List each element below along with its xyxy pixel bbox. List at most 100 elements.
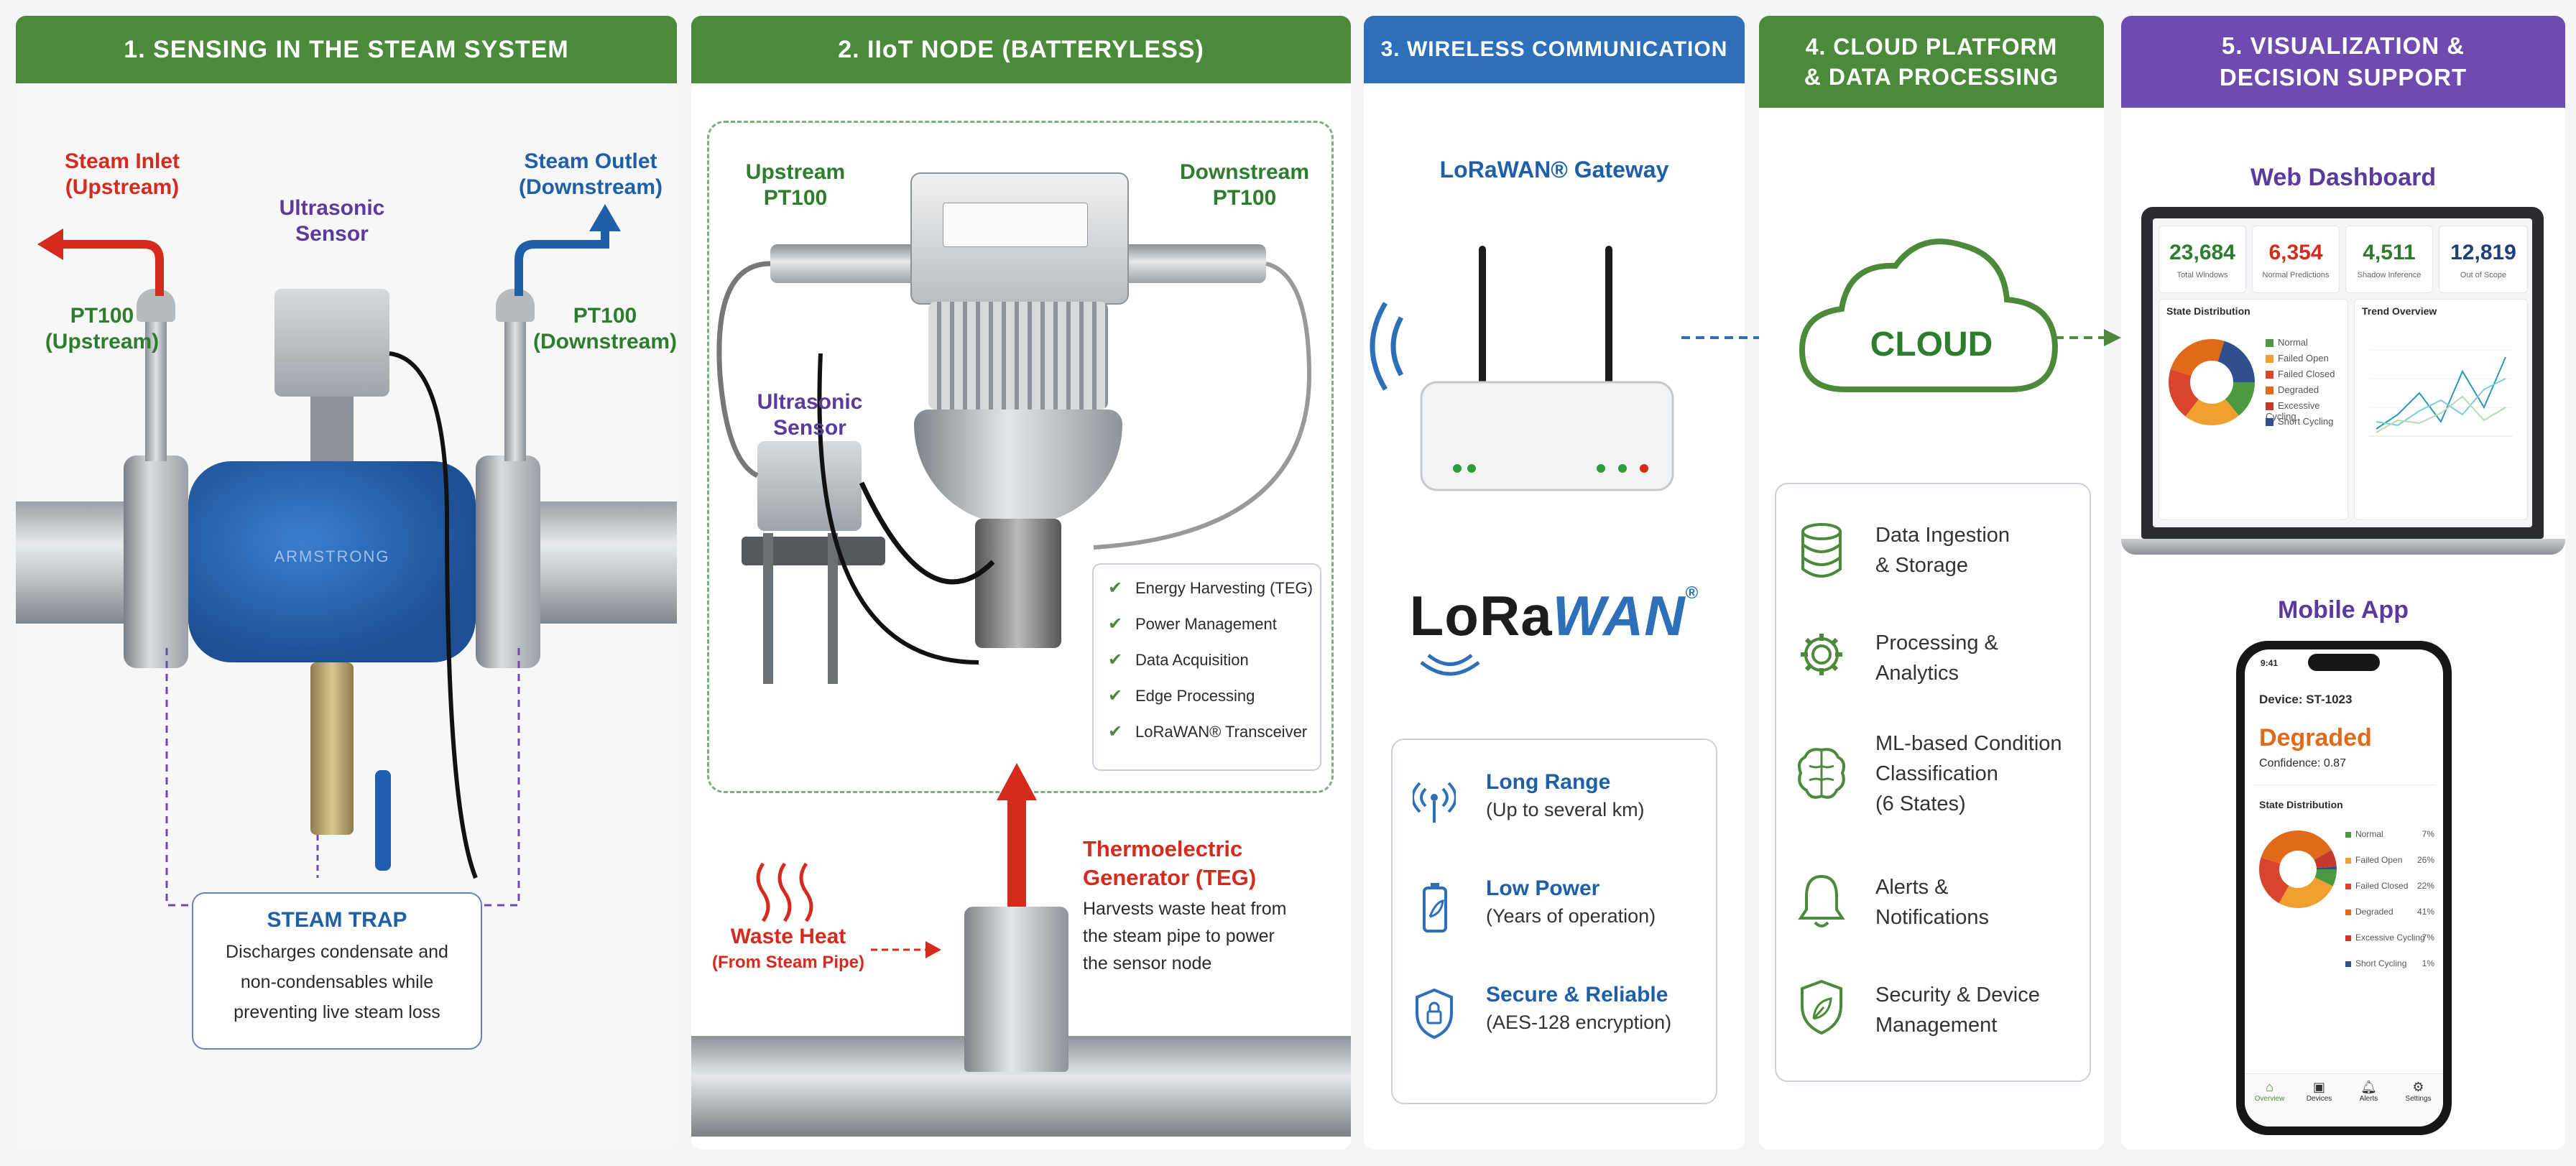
steam-outlet-arrow xyxy=(514,231,609,296)
waste-heat-label: Waste Heat (From Steam Pipe) xyxy=(706,924,871,976)
panel-sensing-title: 1. SENSING IN THE STEAM SYSTEM xyxy=(124,35,569,63)
mobile-row-label: Short Cycling xyxy=(2355,958,2407,968)
kpi-card[interactable]: 23,684 Total Windows xyxy=(2159,226,2246,293)
nav-alerts[interactable]: 🔔︎ Alerts xyxy=(2344,1080,2393,1103)
node-upstream-label: Upstream PT100 xyxy=(724,159,867,211)
legend-label: Failed Closed xyxy=(2278,369,2335,379)
waste-heat-sub: (From Steam Pipe) xyxy=(711,953,865,972)
panel-cloud-title-l1: 4. CLOUD PLATFORM xyxy=(1805,34,2058,60)
node-downstream-label-l2: PT100 xyxy=(1212,186,1277,210)
lorawan-wave-1 xyxy=(1427,654,1473,666)
node-connector xyxy=(975,519,1061,648)
legend-swatch xyxy=(2345,883,2351,889)
steam-outlet-label-l1: Steam Outlet xyxy=(524,149,657,173)
node-feature-3-label: Edge Processing xyxy=(1135,687,1255,705)
cloud-feature-l1: Alerts & xyxy=(1875,876,1949,899)
waste-heat-title: Waste Heat xyxy=(730,925,846,948)
steam-inlet-arrowhead xyxy=(37,228,63,260)
legend-swatch xyxy=(2266,355,2273,364)
lorawan-wave-2 xyxy=(1420,661,1480,676)
wireless-feature-text: Secure & Reliable (AES-128 encryption) xyxy=(1486,981,1671,1036)
panel-iiot-header: 2. IIoT NODE (BATTERYLESS) xyxy=(691,16,1351,83)
state-distribution-card[interactable]: State Distribution Normal Failed Open Fa… xyxy=(2159,299,2348,520)
legend-label: Short Cycling xyxy=(2278,416,2334,427)
mobile-row-label: Excessive Cycling xyxy=(2355,933,2425,943)
pt100-downstream-label: PT100 (Downstream) xyxy=(533,303,677,355)
mobile-row-pct: 22% xyxy=(2416,881,2434,891)
mobile-dist-title: State Distribution xyxy=(2259,799,2343,810)
mobile-row-label: Normal xyxy=(2355,829,2383,839)
gateway-antenna-left xyxy=(1479,246,1486,389)
teg-label: Thermoelectric Generator (TEG) Harvests … xyxy=(1083,835,1342,977)
ultrasonic-sensor-label: Ultrasonic Sensor xyxy=(260,195,404,247)
node-cables xyxy=(716,261,1312,958)
node-cable-black-2 xyxy=(817,353,979,665)
nav-settings-label: Settings xyxy=(2405,1095,2432,1103)
legend-swatch xyxy=(2266,387,2273,395)
legend-item: Normal xyxy=(2266,337,2308,348)
check-icon: ✔ xyxy=(1108,650,1123,670)
nav-devices[interactable]: ▣ Devices xyxy=(2294,1080,2344,1103)
mobile-app-title: Mobile App xyxy=(2278,596,2409,624)
steam-inlet-arrow xyxy=(59,240,164,296)
steam-trap-valve: ARMSTRONG xyxy=(188,461,476,662)
legend-swatch xyxy=(2266,371,2273,379)
kpi-value: 12,819 xyxy=(2450,241,2516,264)
kpi-label: Normal Predictions xyxy=(2262,271,2330,279)
cloud-feature-l1: Security & Device xyxy=(1875,984,2040,1007)
legend-swatch xyxy=(2345,961,2351,967)
nav-settings[interactable]: ⚙ Settings xyxy=(2393,1080,2443,1103)
pt100-upstream-label-l1: PT100 xyxy=(70,304,134,328)
database-icon xyxy=(1801,523,1842,578)
devices-icon: ▣ xyxy=(2312,1080,2325,1094)
kpi-card[interactable]: 6,354 Normal Predictions xyxy=(2252,226,2340,293)
node-ultrasonic-label: Ultrasonic Sensor xyxy=(745,389,874,441)
cloud-feature-l1: Data Ingestion xyxy=(1875,524,2011,547)
laptop-frame: 23,684 Total Windows 6,354 Normal Predic… xyxy=(2141,207,2544,539)
teg-title-l2: Generator (TEG) xyxy=(1083,865,1257,890)
nav-alerts-label: Alerts xyxy=(2359,1095,2378,1103)
drain-handle xyxy=(375,770,391,871)
phone-screen: 9:41 Device: ST-1023 Degraded Confidence… xyxy=(2245,649,2443,1126)
panel-sensing-header: 1. SENSING IN THE STEAM SYSTEM xyxy=(16,16,677,83)
mobile-confidence: Confidence: 0.87 xyxy=(2259,757,2346,769)
gateway-led-3 xyxy=(1597,464,1605,473)
legend-swatch xyxy=(2345,857,2351,864)
check-icon: ✔ xyxy=(1108,686,1123,705)
legend-swatch xyxy=(2266,402,2273,411)
cloud-features-box: Data Ingestion & Storage Processing & An… xyxy=(1775,483,2091,1082)
gateway-led-5 xyxy=(1640,464,1648,473)
cloud-label: CLOUD xyxy=(1870,325,1993,364)
valve-brand-text: ARMSTRONG xyxy=(274,547,390,565)
trend-overview-card[interactable]: Trend Overview xyxy=(2354,299,2528,520)
legend-item: Short Cycling xyxy=(2266,416,2333,427)
signal-arc-2 xyxy=(1370,302,1388,391)
phone-notch xyxy=(2308,654,2380,671)
mobile-row-pct: 1% xyxy=(2422,958,2434,968)
legend-label: Failed Open xyxy=(2278,353,2329,364)
brain-icon xyxy=(1798,748,1845,799)
heat-arrow-shaft xyxy=(1007,792,1026,907)
wireless-features-box: Long Range (Up to several km) Low Power … xyxy=(1391,739,1717,1104)
mobile-device-id: Device: ST-1023 xyxy=(2259,693,2353,706)
legend-label: Normal xyxy=(2278,337,2308,348)
cloud-feature-l1: Processing & xyxy=(1875,631,1998,654)
panel-cloud-title-l2: & DATA PROCESSING xyxy=(1804,64,2059,90)
wireless-feature-low-power: Low Power (Years of operation) xyxy=(1407,875,1709,954)
kpi-value: 23,684 xyxy=(2169,241,2235,264)
cloud-feature-l1: ML-based Condition xyxy=(1875,732,2062,755)
lorawan-logo: LoRaWAN® xyxy=(1364,583,1745,649)
panel-wireless: 3. WIRELESS COMMUNICATION LoRaWAN® Gatew… xyxy=(1364,16,1745,1149)
mobile-row-label: Degraded xyxy=(2355,907,2393,917)
waste-heat-arrowhead xyxy=(925,941,941,958)
kpi-card[interactable]: 12,819 Out of Scope xyxy=(2439,226,2528,293)
kpi-card[interactable]: 4,511 Shadow Inference xyxy=(2345,226,2433,293)
nav-overview[interactable]: ⌂ Overview xyxy=(2245,1080,2294,1103)
cloud-feature-l2: Analytics xyxy=(1875,662,1959,685)
legend-item: Failed Closed xyxy=(2266,369,2335,379)
steam-trap-desc-l2: non-condensables while xyxy=(240,972,434,992)
node-feature-1-label: Power Management xyxy=(1135,615,1277,633)
